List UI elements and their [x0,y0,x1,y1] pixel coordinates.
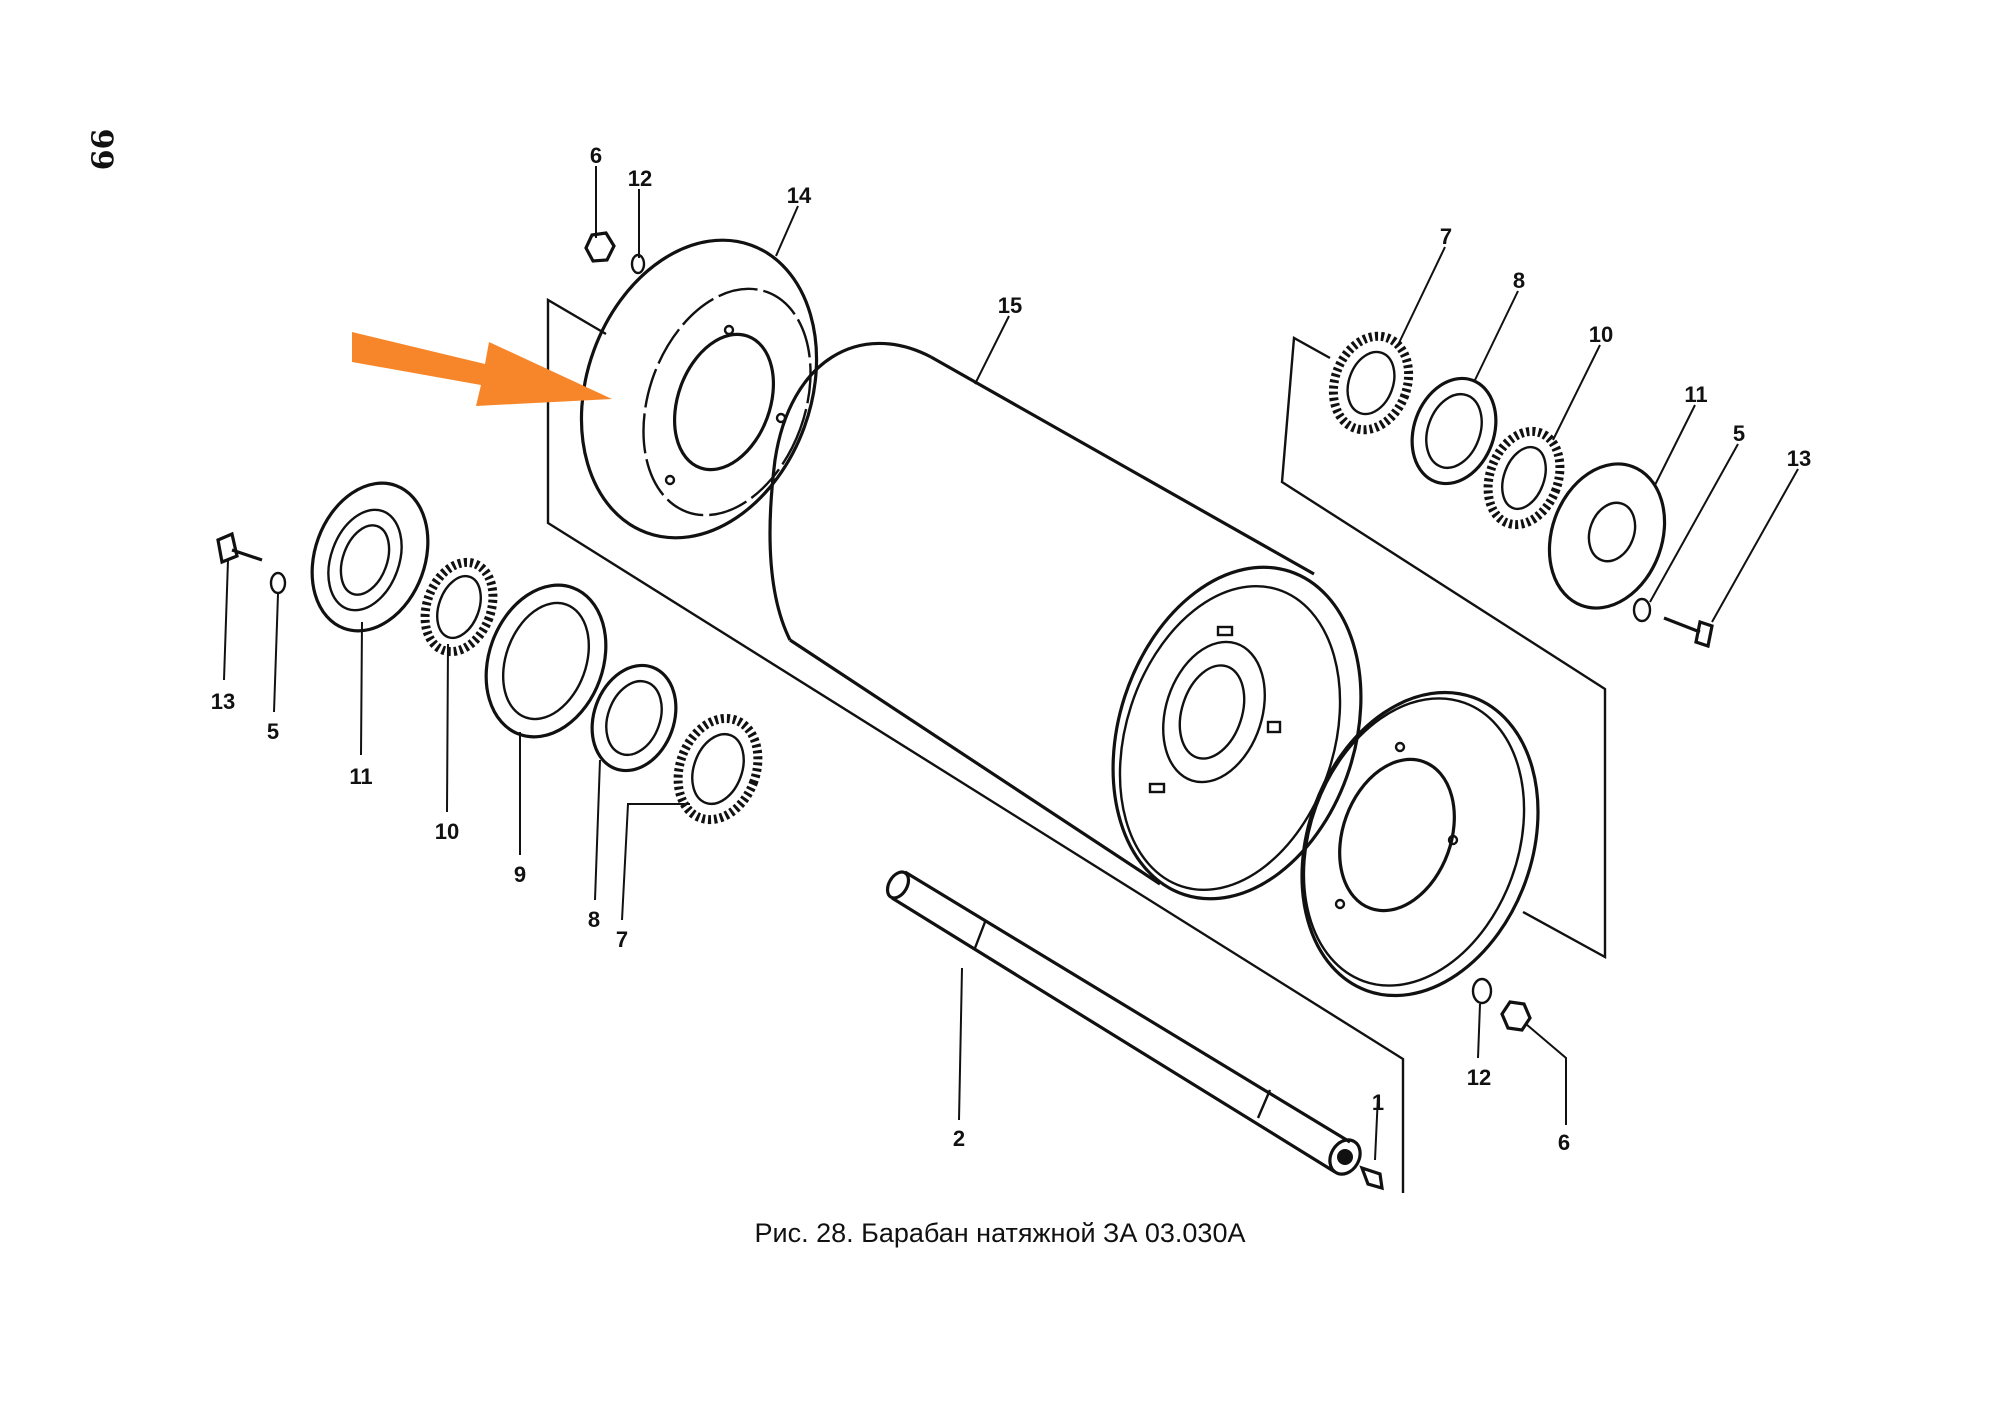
part-8-bearing-left [590,663,678,773]
small-hardware [216,231,1714,1191]
assembly-bracket-left [546,297,1405,1193]
callout-8-left: 8 [588,907,600,932]
callout-10-right: 10 [1589,322,1613,347]
callout-10-left: 10 [435,819,459,844]
part-7-seal-right [1328,331,1414,435]
callout-12-bottom: 12 [1467,1065,1491,1090]
part-2-shaft [885,870,1362,1176]
part-11-bearing-housing-right [1547,462,1667,610]
figure-caption: Рис. 28. Барабан натяжной ЗА 03.030А [754,1218,1246,1248]
part-8-bearing-right [1410,376,1498,486]
part-14-flange [579,238,819,540]
flange-right [1300,690,1540,998]
callout-5-right: 5 [1733,421,1745,446]
callout-12-top: 12 [628,166,652,191]
callout-8-right: 8 [1513,268,1525,293]
callout-7-left: 7 [616,927,628,952]
callout-11-left: 11 [349,764,372,789]
part-7-seal-left [673,713,763,825]
callout-6-bottom: 6 [1558,1130,1570,1155]
callout-11-right: 11 [1684,382,1707,407]
callout-13-right: 13 [1787,446,1811,471]
leader-lines [223,166,1799,1161]
callout-7-right: 7 [1440,224,1452,249]
callout-13-left: 13 [211,689,235,714]
part-10-seal-left [420,557,498,657]
part-15-drum [768,341,1363,901]
highlight-arrow [352,332,612,406]
callout-9: 9 [514,862,526,887]
callout-2: 2 [953,1126,965,1151]
callout-5-left: 5 [267,719,279,744]
callout-15: 15 [998,293,1022,318]
callout-14: 14 [787,183,812,208]
assembly-bracket-right [1280,336,1607,960]
callout-6-top: 6 [590,143,602,168]
callout-1: 1 [1372,1090,1384,1115]
part-10-seal-right [1483,426,1565,530]
part-11-bearing-housing-left [310,481,430,633]
